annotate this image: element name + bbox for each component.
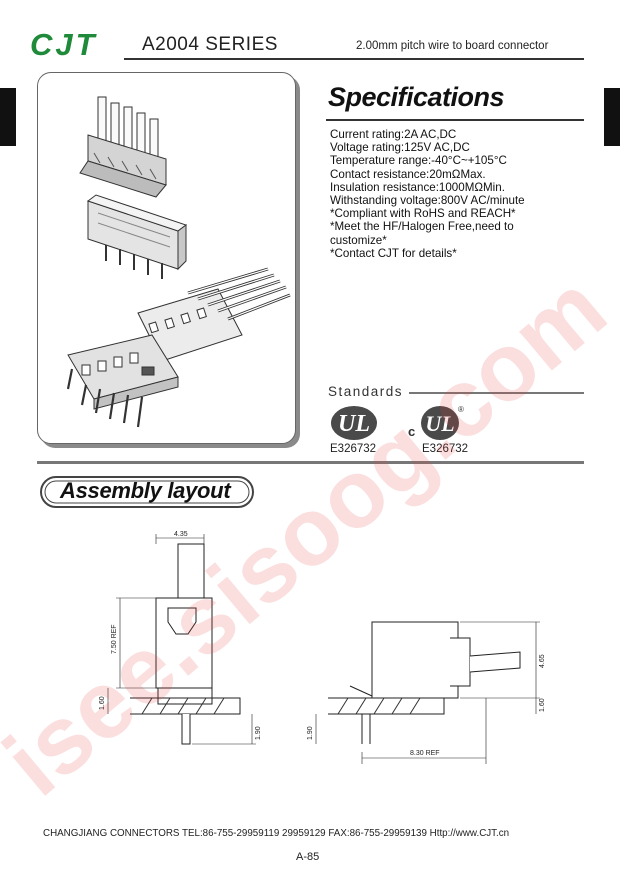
spec-item: Current rating:2A AC,DC	[330, 128, 457, 141]
specifications-rule	[326, 119, 584, 121]
product-subtitle: 2.00mm pitch wire to board connector	[356, 40, 549, 52]
specifications-title: Specifications	[328, 82, 505, 112]
registered-mark: ®	[458, 405, 464, 414]
right-page-tab	[604, 88, 620, 146]
right-angle-connector-drawing	[137, 267, 291, 362]
spec-item: *Compliant with RoHS and REACH*	[330, 207, 516, 221]
spec-item: Withstanding voltage:800V AC/minute	[330, 194, 525, 208]
dim-pin-side: 1.90	[307, 726, 314, 740]
section-divider	[37, 461, 584, 464]
spec-item: Voltage rating:125V AC,DC	[330, 141, 470, 155]
pin-header-drawing	[86, 194, 188, 279]
series-title: A2004 SERIES	[142, 34, 278, 55]
connector-illustration	[66, 96, 291, 428]
spec-item: Temperature range:-40°C~+105°C	[330, 154, 507, 168]
cul-prefix: c	[408, 424, 415, 439]
left-page-tab	[0, 88, 16, 146]
ul-mark-text: UL	[338, 411, 370, 437]
standards-rule	[409, 392, 584, 394]
dim-pin-right: 1.90	[255, 726, 262, 740]
dim-width-top: 4.35	[174, 531, 188, 538]
cul-mark-text: UL	[425, 411, 454, 436]
standards-label: Standards	[328, 384, 404, 399]
right-angle-header-drawing	[66, 334, 179, 428]
specifications-list: Current rating:2A AC,DC Voltage rating:1…	[330, 128, 590, 260]
spec-item: Contact resistance:20mΩMax.	[330, 167, 486, 181]
spec-item: *Meet the HF/Halogen Free,need to	[330, 220, 514, 234]
side-view	[315, 621, 540, 764]
spec-item: customize*	[330, 233, 387, 247]
cul-certificate-number: E326732	[422, 443, 469, 455]
header-rule	[124, 58, 584, 60]
dim-board-right: 1.60	[539, 698, 546, 712]
dim-height-side: 4.65	[539, 654, 546, 668]
page-number: A-85	[296, 851, 320, 863]
footer-contact: CHANGJIANG CONNECTORS TEL:86-755-2995911…	[43, 828, 510, 839]
ul-logo-icon: UL	[331, 406, 377, 440]
wire-housing-drawing	[79, 96, 167, 198]
cul-logo-icon: c UL ®	[408, 405, 464, 440]
cjt-logo: CJT	[30, 30, 98, 58]
dim-board-left: 1.60	[99, 696, 106, 710]
brand-text: CJT	[30, 30, 98, 58]
product-photo-panel	[37, 72, 296, 444]
assembly-drawing: 4.35 7.50 REF 1.60 1.90 1.90 8.30 REF 4.…	[99, 531, 546, 764]
assembly-title-badge	[40, 476, 254, 508]
dim-height-ref: 7.50 REF	[111, 624, 118, 654]
front-view	[107, 534, 256, 745]
spec-item: Insulation resistance:1000MΩMin.	[330, 180, 505, 194]
ul-certificate-number: E326732	[330, 443, 377, 455]
dim-length-ref: 8.30 REF	[410, 750, 440, 757]
spec-item: *Contact CJT for details*	[330, 246, 457, 260]
assembly-layout-title: Assembly layout	[60, 478, 231, 503]
